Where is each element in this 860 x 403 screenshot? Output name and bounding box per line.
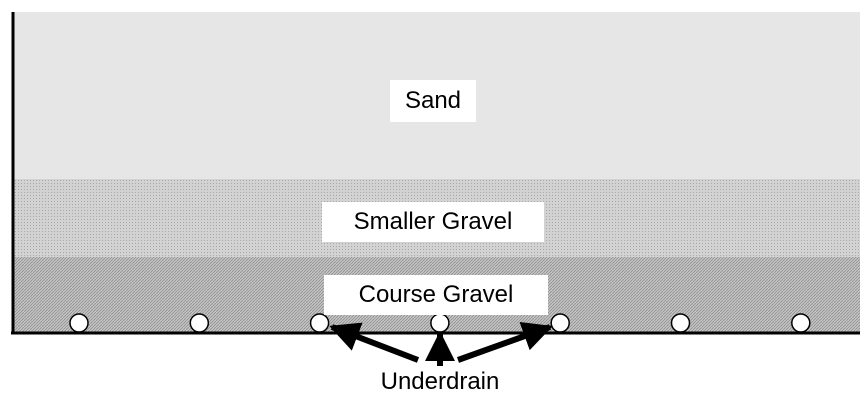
underdrain-arrows xyxy=(329,321,553,366)
underdrain-arrow-right xyxy=(456,321,553,363)
underdrain-pipe xyxy=(550,313,570,333)
underdrain-label: Underdrain xyxy=(380,368,500,395)
underdrain-pipe xyxy=(189,313,210,333)
underdrain-pipe xyxy=(309,313,330,333)
underdrain-pipe xyxy=(670,313,691,333)
sand-label: Sand xyxy=(390,80,476,122)
course-gravel-label: Course Gravel xyxy=(324,275,548,315)
smaller-gravel-label: Smaller Gravel xyxy=(322,202,544,242)
underdrain-arrow-left xyxy=(329,322,420,363)
underdrain-pipe xyxy=(430,313,450,333)
underdrain-pipe xyxy=(791,313,811,333)
underdrain-pipe xyxy=(69,313,89,333)
